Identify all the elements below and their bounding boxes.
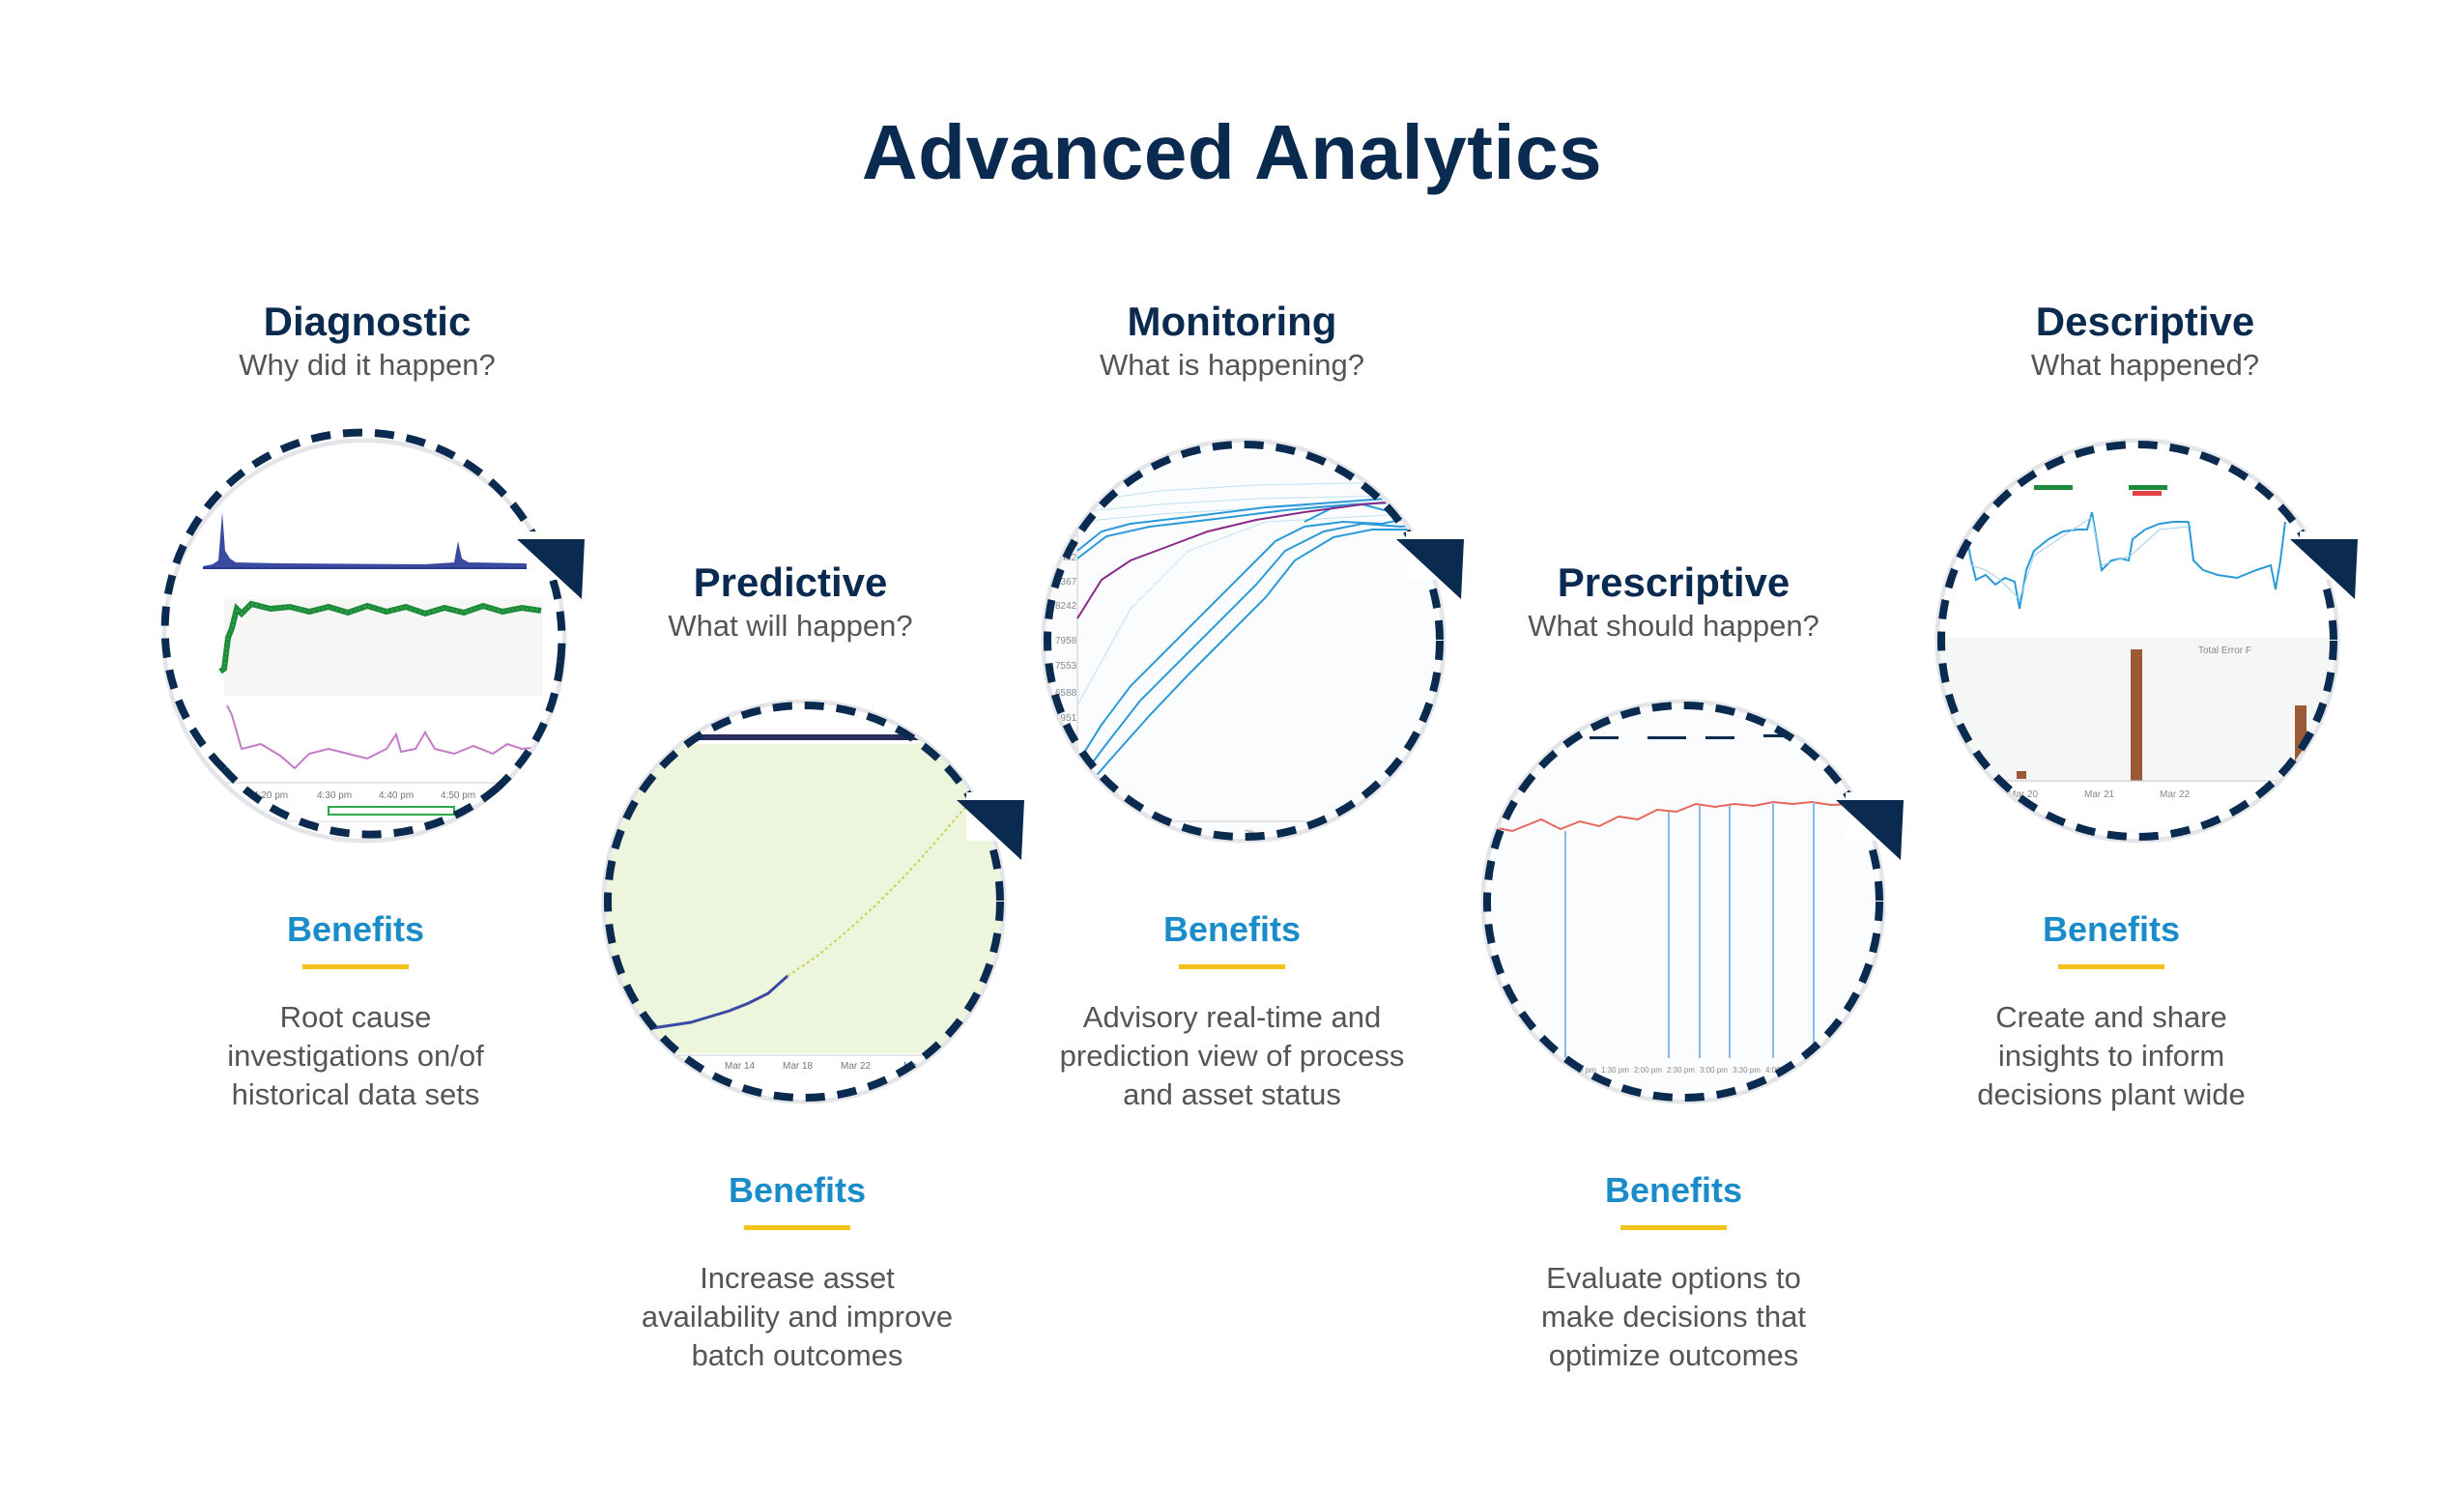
- arrow-head-icon: [1396, 539, 1464, 599]
- tick-label: Mar 18: [783, 1061, 814, 1072]
- benefit-diagnostic: Benefits Root cause investigations on/of…: [153, 908, 559, 1114]
- benefit-underline: [302, 964, 409, 969]
- prescriptive-cycle-graphic: 1:00 pm 1:30 pm 2:00 pm 2:30 pm 3:00 pm …: [1480, 699, 1904, 1104]
- arrow-head-icon: [957, 800, 1024, 860]
- stage-question: What happened?: [2030, 348, 2260, 382]
- tick-label: Mar 22: [841, 1061, 872, 1072]
- stage-question: What will happen?: [668, 609, 913, 643]
- stage-title: Predictive: [693, 559, 888, 605]
- predictive-cycle-graphic: Mar 14 Mar 18 Mar 22 Mar 26: [601, 699, 1024, 1104]
- benefit-underline: [2058, 964, 2164, 969]
- tick-label: 3:30 pm: [1733, 1066, 1761, 1075]
- arrow-head-icon: [1836, 800, 1904, 860]
- tick-label: 3:00 pm: [1700, 1066, 1728, 1075]
- stage-title: Monitoring: [1127, 299, 1337, 344]
- benefit-text: Evaluate options to make decisions that …: [1541, 1261, 1806, 1372]
- benefit-title: Benefits: [728, 1170, 867, 1210]
- tick-label: 2:30 pm: [1667, 1066, 1695, 1075]
- benefit-monitoring: Benefits Advisory real-time and predicti…: [1029, 908, 1435, 1114]
- tick-label: Mar 22: [2160, 789, 2191, 800]
- stage-monitoring: Monitoring What is happening?: [942, 298, 1522, 385]
- benefit-prescriptive: Benefits Evaluate options to make decisi…: [1471, 1169, 1877, 1375]
- y-tick-label: 8242: [1055, 601, 1077, 612]
- prescriptive-chart-thumbnail: 1:00 pm 1:30 pm 2:00 pm 2:30 pm 3:00 pm …: [1485, 703, 1881, 1100]
- tick-label: 4:50 pm: [441, 790, 475, 801]
- x-tick-label: 3h: [1343, 829, 1354, 840]
- stage-question: What is happening?: [1099, 348, 1365, 382]
- stage-diagnostic: Diagnostic Why did it happen?: [77, 298, 657, 385]
- tick-label: Mar 14: [725, 1061, 756, 1072]
- page-title: Advanced Analytics: [861, 109, 1603, 195]
- tick-label: 4:30 pm: [317, 790, 352, 801]
- y-tick-label: 8730: [1055, 501, 1077, 511]
- tick-label: Mar 20: [2008, 789, 2039, 800]
- stage-title: Diagnostic: [263, 299, 472, 344]
- benefit-descriptive: Benefits Create and share insights to in…: [1908, 908, 2314, 1114]
- benefit-text: Create and share insights to inform deci…: [1977, 1000, 2246, 1111]
- benefit-underline: [1179, 964, 1285, 969]
- y-tick-label: 7958: [1055, 636, 1077, 646]
- stage-question: Why did it happen?: [239, 348, 496, 382]
- stage-prescriptive: Prescriptive What should happen?: [1384, 559, 1963, 645]
- y-tick-label: 6588: [1055, 688, 1077, 699]
- y-tick-label: 8367: [1055, 577, 1077, 588]
- y-tick-label: 8482: [1055, 553, 1077, 563]
- monitoring-cycle-graphic: 8730 8612 8482 8367 8242 7958 7553 6588 …: [1041, 438, 1464, 844]
- tick-label: 1:00 pm: [1568, 1066, 1596, 1075]
- y-tick-label: 7553: [1055, 661, 1077, 672]
- tick-label: 4:40 pm: [379, 790, 414, 801]
- descriptive-cycle-graphic: Total Error F Mar 20 Mar 21 Mar 22: [1934, 438, 2358, 844]
- tick-label: 1:30 pm: [1601, 1066, 1629, 1075]
- benefit-underline: [1620, 1225, 1727, 1230]
- benefit-underline: [744, 1225, 850, 1230]
- predictive-chart-thumbnail: Mar 14 Mar 18 Mar 22 Mar 26: [606, 703, 1002, 1100]
- arrow-head-icon: [2290, 539, 2358, 599]
- benefit-text: Root cause investigations on/of historic…: [227, 1000, 484, 1111]
- stage-title: Descriptive: [2035, 299, 2255, 344]
- tick-label: 2:00 pm: [1634, 1066, 1662, 1075]
- stage-descriptive: Descriptive What happened?: [1855, 298, 2435, 385]
- diagnostic-cycle-graphic: 4:20 pm 4:30 pm 4:40 pm 4:50 pm: [160, 428, 585, 844]
- tick-label: 4:20 pm: [253, 790, 288, 801]
- descriptive-chart-thumbnail: Total Error F Mar 20 Mar 21 Mar 22: [1939, 443, 2335, 839]
- arrow-head-icon: [517, 539, 585, 599]
- benefit-predictive: Benefits Increase asset availability and…: [594, 1169, 1000, 1375]
- tick-label: Mar 21: [2084, 789, 2115, 800]
- benefit-title: Benefits: [1162, 909, 1302, 949]
- stage-question: What should happen?: [1528, 609, 1819, 643]
- benefit-title: Benefits: [2042, 909, 2181, 949]
- benefit-title: Benefits: [286, 909, 425, 949]
- monitoring-chart-thumbnail: 8730 8612 8482 8367 8242 7958 7553 6588 …: [1046, 443, 1442, 840]
- benefit-text: Advisory real-time and prediction view o…: [1059, 1000, 1405, 1111]
- benefit-text: Increase asset availability and improve …: [641, 1261, 954, 1372]
- y-tick-label: 6951: [1055, 713, 1077, 724]
- chart-label: Total Error F: [2198, 645, 2251, 656]
- stage-title: Prescriptive: [1557, 559, 1791, 605]
- benefit-title: Benefits: [1604, 1170, 1743, 1210]
- stage-predictive: Predictive What will happen?: [501, 559, 1080, 645]
- x-tick-label: 1h: [1145, 829, 1156, 840]
